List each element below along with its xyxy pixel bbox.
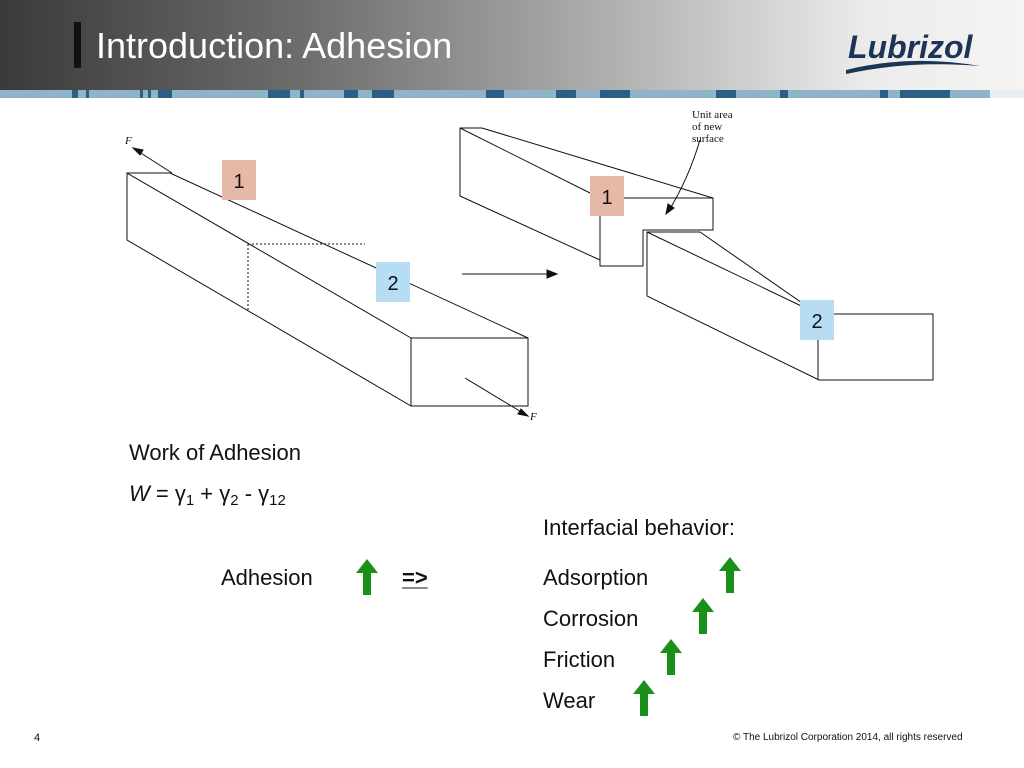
- phase-1b-label-box: [590, 176, 624, 216]
- behavior-adsorption: Adsorption: [543, 565, 649, 590]
- phase-1-label: 1: [233, 171, 244, 193]
- force-label-left: F: [124, 135, 132, 147]
- green-up-arrow-icon: [719, 557, 741, 593]
- title-accent-bar: [74, 22, 81, 68]
- behavior-wear: Wear: [543, 688, 596, 713]
- lubrizol-logo: Lubrizol: [846, 29, 980, 74]
- implies-arrow: =>: [402, 565, 428, 590]
- green-up-arrow-icon: [356, 559, 378, 595]
- logo-text: Lubrizol: [848, 29, 974, 65]
- slide-title: Introduction: Adhesion: [96, 25, 453, 66]
- force-label-right: F: [529, 411, 537, 423]
- phase-1b-label: 1: [601, 187, 612, 209]
- green-up-arrow-icon: [692, 598, 714, 634]
- page-number: 4: [34, 732, 41, 744]
- logo-swoosh: [846, 60, 980, 74]
- adhesion-label: Adhesion: [221, 565, 313, 590]
- force-arrow-right: [464, 377, 529, 417]
- separated-piece-2: [646, 231, 934, 381]
- adhesion-formula: W = γ1 + γ2 - γ12: [129, 481, 286, 509]
- slide-header: Introduction: Adhesion Lubrizol: [0, 0, 1024, 90]
- header-stripe: [0, 90, 1024, 98]
- work-of-adhesion-heading: Work of Adhesion: [129, 440, 302, 465]
- intact-bar: [126, 172, 529, 407]
- copyright-notice: © The Lubrizol Corporation 2014, all rig…: [733, 732, 963, 743]
- green-up-arrow-icon: [660, 639, 682, 675]
- unit-area-annotation: Unit area of new surface: [692, 109, 735, 145]
- phase-1-label-box: [222, 160, 256, 200]
- phase-2-label-box: [376, 262, 410, 302]
- phase-2b-label: 2: [811, 311, 822, 333]
- annotation-arrow: [667, 139, 701, 213]
- phase-2-label: 2: [387, 273, 398, 295]
- behavior-friction: Friction: [543, 647, 616, 672]
- behavior-corrosion: Corrosion: [543, 606, 639, 631]
- green-up-arrow-icon: [633, 680, 655, 716]
- interfacial-behavior-heading: Interfacial behavior:: [543, 515, 735, 540]
- adhesion-diagram: F F Unit area of new surface 1 2 1 2: [124, 109, 934, 423]
- separated-piece-1: [459, 127, 714, 267]
- phase-2b-label-box: [800, 300, 834, 340]
